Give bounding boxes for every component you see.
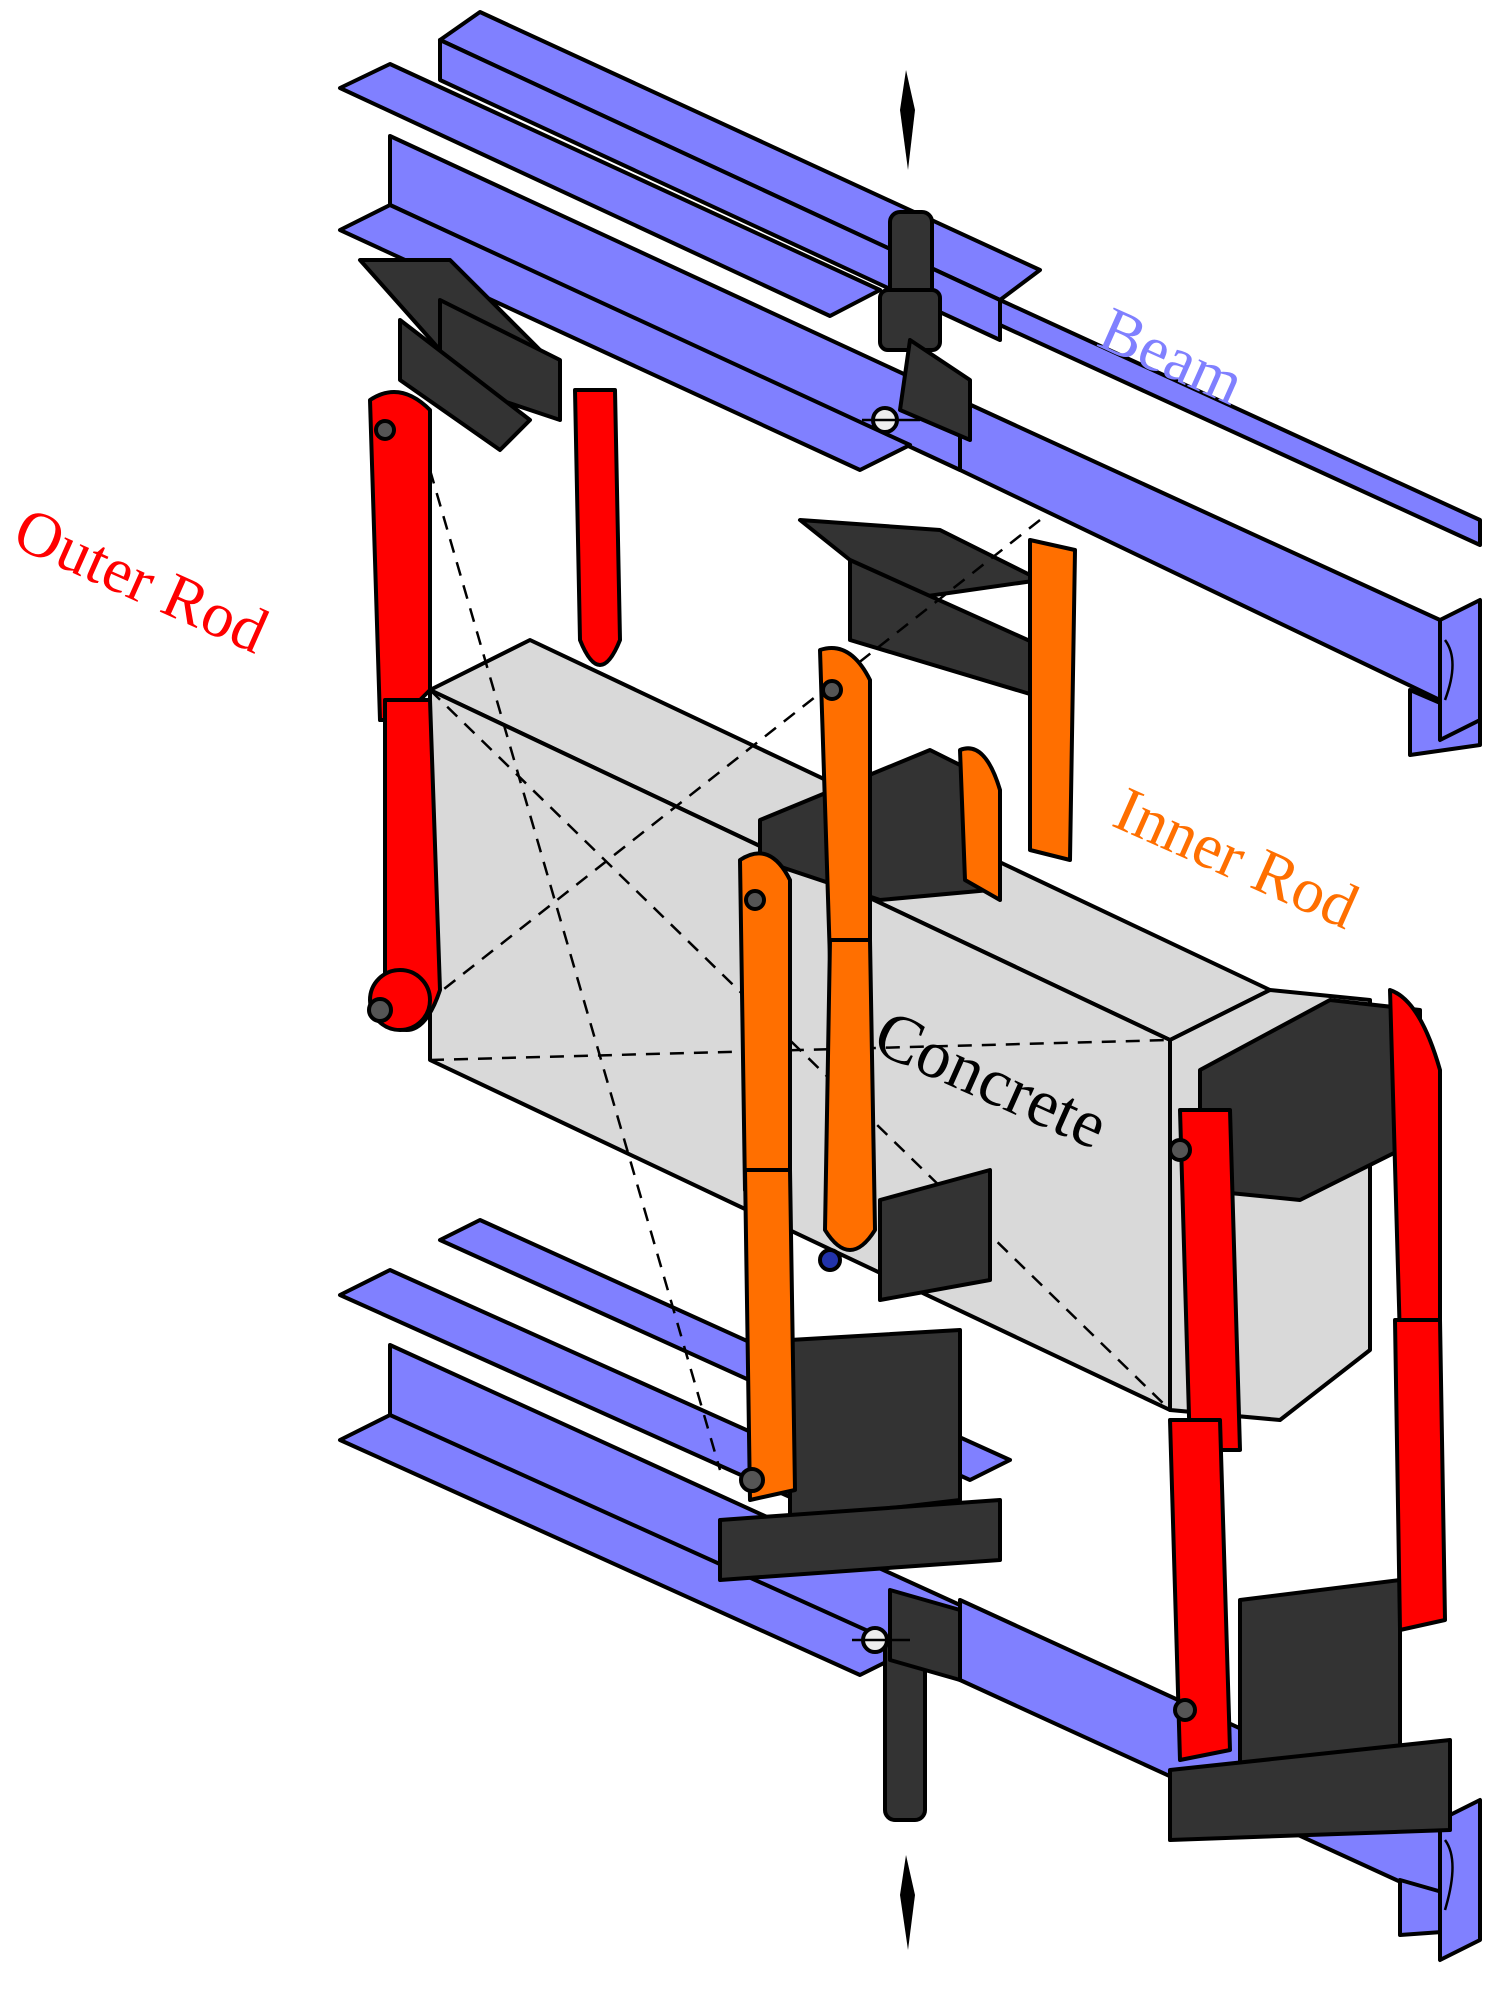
outer-rods — [367, 388, 1447, 1762]
middle-blocks — [758, 748, 992, 1302]
top-load-arrow — [900, 70, 915, 170]
bottom-load-arrow — [900, 1855, 915, 1950]
inner-rod-label: Inner Rod — [1104, 773, 1368, 943]
bottom-beam — [338, 1218, 1482, 1962]
top-beam — [338, 10, 1482, 757]
top-support-blocks — [358, 258, 1052, 702]
bottom-support-blocks — [718, 1328, 1452, 1842]
top-clamp — [862, 210, 972, 442]
outer-rod-label: Outer Rod — [4, 493, 278, 667]
inner-rods — [738, 538, 1077, 1502]
bottom-clamp — [852, 1588, 962, 1822]
